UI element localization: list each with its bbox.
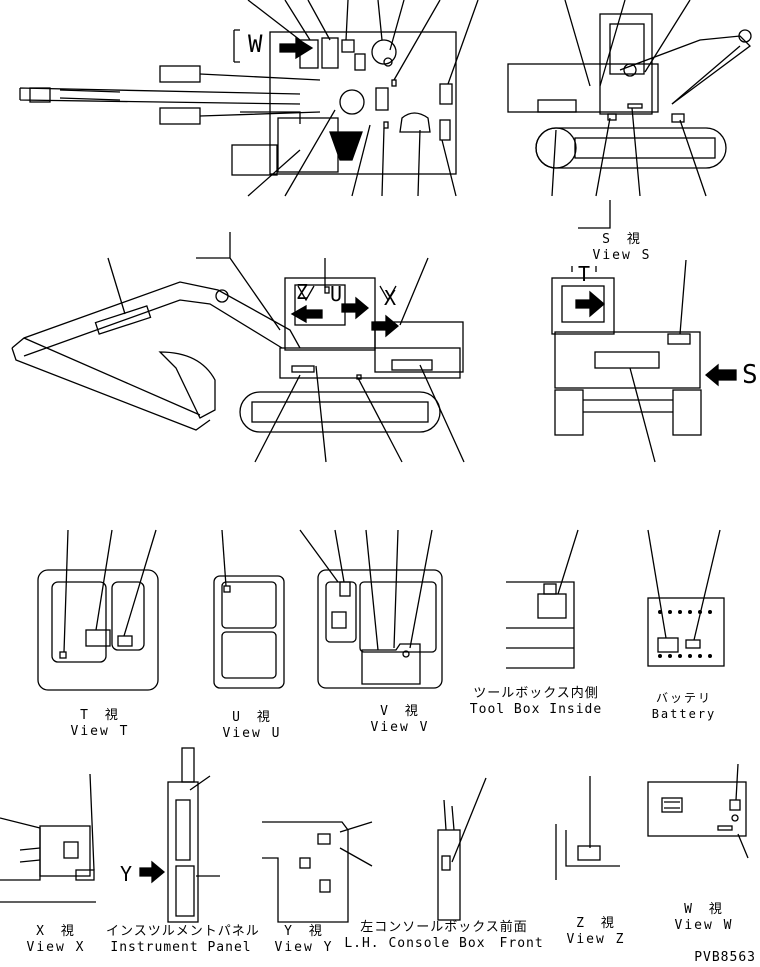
toolbox-caption: ツールボックス内側 Tool Box Inside	[464, 686, 608, 718]
view-w-en: View W	[674, 918, 734, 933]
instrument-caption: インスツルメントパネル Instrument Panel	[106, 924, 260, 956]
top-view-leaders	[247, 0, 479, 197]
rear-view-leaders	[571, 259, 687, 463]
battery-caption: バッテリ Battery	[642, 690, 726, 722]
view-u-en: View U	[222, 726, 282, 741]
arrow-label-s: S	[742, 360, 758, 390]
console-jp: 左コンソールボックス前面	[360, 920, 528, 935]
console-box-drawing	[437, 777, 487, 921]
arrow-label-x: X	[384, 286, 397, 310]
main-side-view-leaders	[107, 232, 465, 463]
view-v-drawing	[299, 529, 443, 689]
instrument-en: Instrument Panel	[110, 940, 252, 955]
battery-drawing	[647, 529, 725, 667]
view-y-drawing	[262, 821, 373, 923]
view-s-jp: S 視	[602, 232, 642, 247]
view-x-jp: X 視	[36, 924, 76, 939]
view-s-en: View S	[592, 248, 652, 263]
view-t-caption: T 視 View T	[58, 708, 142, 740]
view-w-drawing	[647, 763, 749, 859]
view-z-jp: Z 視	[576, 916, 616, 931]
view-u-caption: U 視 View U	[210, 710, 294, 742]
top-view-machine	[19, 29, 457, 176]
side-view-machine	[507, 13, 752, 169]
toolbox-drawing	[506, 529, 579, 669]
view-u-jp: U 視	[232, 710, 272, 725]
arrow-label-z: Z	[296, 280, 309, 304]
battery-en: Battery	[651, 707, 717, 721]
view-x-caption: X 視 View X	[14, 924, 98, 956]
view-t-drawing	[37, 529, 159, 691]
view-y-jp: Y 視	[284, 924, 324, 939]
drawing-number: PVB8563	[694, 950, 756, 965]
view-y-en: View Y	[274, 940, 334, 955]
view-t-en: View T	[70, 724, 130, 739]
view-x-drawing	[0, 773, 96, 903]
view-x-en: View X	[26, 940, 86, 955]
instrument-jp: インスツルメントパネル	[106, 924, 260, 939]
arrow-label-y: Y	[120, 862, 133, 886]
console-en: L.H. Console Box Front	[344, 936, 544, 951]
toolbox-jp: ツールボックス内側	[473, 686, 599, 701]
toolbox-en: Tool Box Inside	[469, 702, 603, 717]
view-z-caption: Z 視 View Z	[554, 916, 638, 948]
arrow-label-t: T	[578, 262, 591, 286]
arrow-label-w: W	[248, 30, 263, 58]
view-z-drawing	[555, 776, 620, 880]
instrument-panel-drawing	[139, 747, 220, 923]
rear-view-machine	[551, 277, 737, 436]
arrow-label-u: U	[330, 282, 343, 306]
side-view-leaders	[551, 0, 707, 229]
view-t-jp: T 視	[80, 708, 120, 723]
view-s-caption: S 視 View S	[580, 232, 664, 264]
view-v-en: View V	[370, 720, 430, 735]
view-u-drawing	[213, 529, 285, 689]
view-v-jp: V 視	[380, 704, 420, 719]
view-y-caption: Y 視 View Y	[268, 924, 340, 956]
battery-jp: バッテリ	[655, 691, 712, 705]
view-w-caption: W 視 View W	[662, 902, 746, 934]
view-z-en: View Z	[566, 932, 626, 947]
view-v-caption: V 視 View V	[358, 704, 442, 736]
view-w-jp: W 視	[684, 902, 724, 917]
console-caption: 左コンソールボックス前面 L.H. Console Box Front	[344, 920, 544, 952]
main-side-view-machine	[11, 277, 464, 433]
